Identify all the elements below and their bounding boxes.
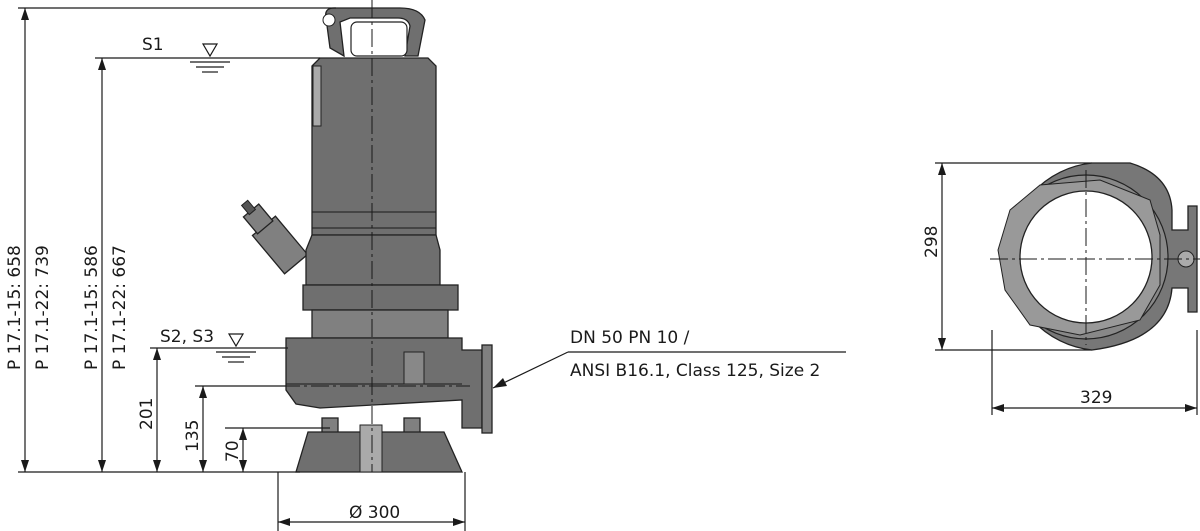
flange-callout: DN 50 PN 10 / ANSI B16.1, Class 125, Siz… [492, 328, 846, 389]
label-p17-15-586: P 17.1-15: 586 [82, 245, 102, 370]
label-p17-15-658: P 17.1-15: 658 [5, 245, 25, 370]
pump-top-view: 298 329 [922, 162, 1200, 415]
base-diameter-dimension: Ø 300 [277, 472, 466, 531]
flange-line-2: ANSI B16.1, Class 125, Size 2 [570, 361, 820, 381]
pump-side-view [240, 7, 493, 473]
label-329: 329 [1080, 388, 1112, 408]
label-base-diameter: Ø 300 [349, 503, 400, 523]
label-135: 135 [183, 420, 203, 452]
height-dimensions: P 17.1-15: 658 P 17.1-22: 739 P 17.1-15:… [5, 7, 336, 473]
water-level-s1: S1 [142, 35, 230, 73]
flange-line-1: DN 50 PN 10 / [570, 328, 690, 348]
label-s2-s3: S2, S3 [160, 327, 214, 347]
label-70: 70 [223, 440, 243, 462]
label-298: 298 [922, 226, 942, 258]
label-201: 201 [137, 398, 157, 430]
label-p17-22-739: P 17.1-22: 739 [33, 245, 53, 370]
label-p17-22-667: P 17.1-22: 667 [110, 245, 130, 370]
label-s1: S1 [142, 35, 164, 55]
water-level-s2-s3: S2, S3 [160, 327, 256, 363]
